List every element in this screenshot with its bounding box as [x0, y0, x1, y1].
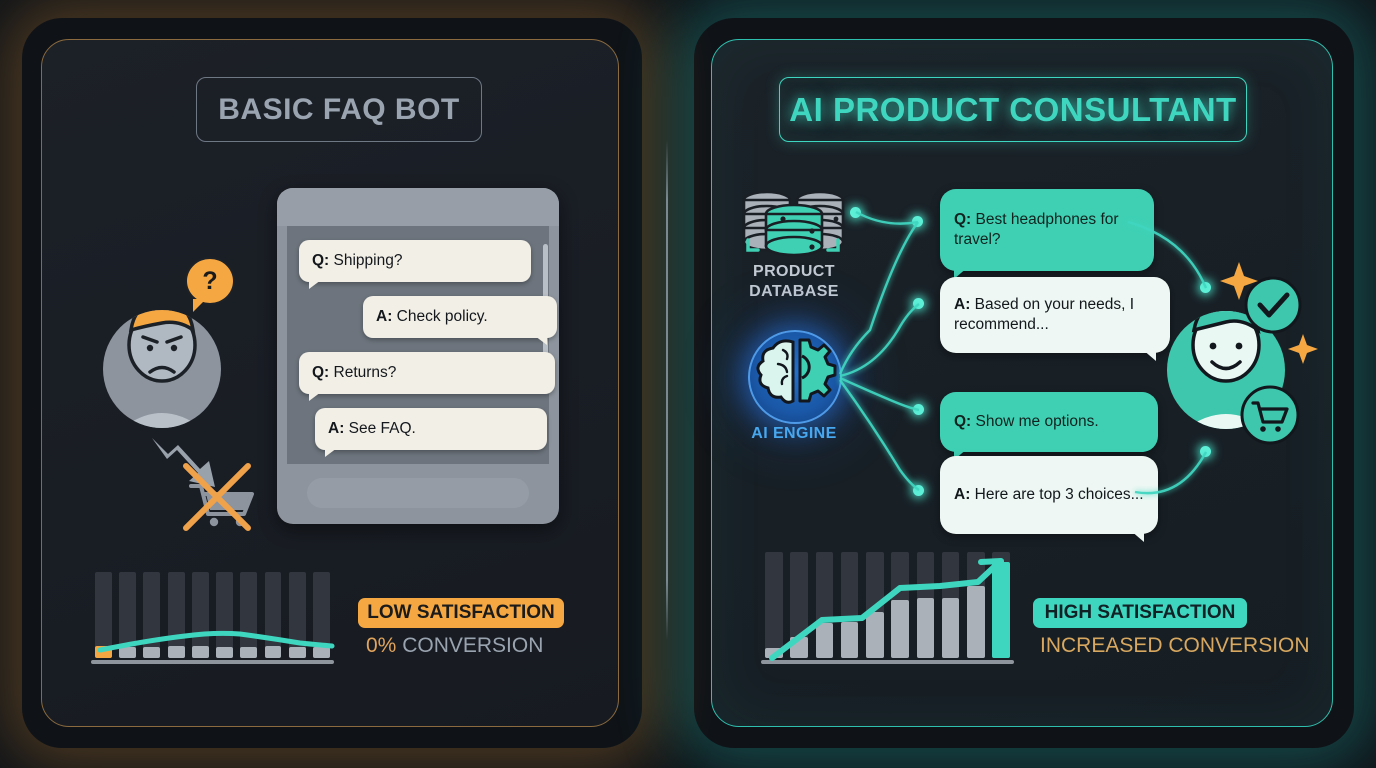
chart-bar-track: [916, 552, 935, 658]
connector-node-1: [912, 216, 923, 227]
chart-bar: [790, 636, 808, 658]
chart-bar-track: [240, 572, 258, 658]
chart-bar: [119, 646, 137, 658]
conversion-label: CONVERSION: [396, 634, 544, 657]
chat-bubble-answer-1: A: Check policy.: [363, 296, 557, 345]
bubble-text: Here are top 3 choices...: [970, 486, 1144, 504]
left-conversion-text: 0% CONVERSION: [366, 634, 543, 658]
chart-bar-track: [891, 552, 909, 658]
bubble-text: See FAQ.: [344, 420, 416, 438]
ai-engine-orb: [748, 330, 842, 424]
chart-bar-track: [288, 572, 306, 658]
ai-chat-bubble-question-1: Q: Best headphones for travel?: [940, 189, 1154, 279]
chart-bar-track: [941, 552, 960, 658]
low-satisfaction-chart: [91, 572, 334, 664]
connector-node-out-bottom: [1200, 446, 1211, 457]
chart-bar: [95, 645, 112, 658]
phone-input-bar[interactable]: [307, 478, 529, 508]
conversion-value: 0%: [366, 634, 397, 657]
chart-bar: [191, 645, 209, 658]
bubble-prefix: Q:: [312, 364, 330, 382]
frustrated-customer-avatar: [103, 310, 221, 428]
chart-bar: [866, 611, 884, 658]
connector-node-2: [913, 298, 924, 309]
bubble-prefix: A:: [376, 308, 393, 326]
chart-bar-track: [840, 552, 859, 658]
chat-bubble-question-2: Q: Returns?: [299, 352, 555, 401]
happy-customer-avatar: [1167, 311, 1285, 429]
connector-node-3: [913, 404, 924, 415]
panel-divider: [666, 140, 668, 640]
chart-bars: [95, 572, 330, 658]
right-conversion-text: INCREASED CONVERSION: [1040, 634, 1310, 657]
left-panel-title: BASIC FAQ BOT: [196, 77, 482, 142]
chart-bar-track: [992, 552, 1010, 658]
chart-bar: [891, 600, 909, 658]
bubble-text: Check policy.: [392, 308, 488, 326]
ai-chat-bubble-question-2: Q: Show me options.: [940, 392, 1158, 460]
chart-bar: [765, 648, 783, 658]
product-database-label: PRODUCT DATABASE: [735, 262, 853, 302]
chart-bar: [815, 623, 834, 658]
chart-bar: [941, 598, 960, 658]
high-satisfaction-badge: HIGH SATISFACTION: [1033, 598, 1247, 628]
chart-bar-track: [765, 552, 783, 658]
bubble-prefix: Q:: [312, 252, 330, 270]
chart-bar: [840, 622, 859, 658]
chart-bar: [967, 585, 985, 658]
question-mark-icon: ?: [185, 257, 235, 312]
bubble-text: Returns?: [329, 364, 397, 382]
bubble-text: Show me options.: [971, 413, 1099, 431]
chart-bar: [216, 646, 233, 658]
chart-bar: [167, 645, 185, 658]
ai-engine-label: AI ENGINE: [751, 425, 837, 442]
bubble-text: Shipping?: [329, 252, 403, 270]
chart-bar-track: [191, 572, 209, 658]
chart-bar: [312, 646, 330, 658]
chart-bar: [264, 645, 282, 658]
bubble-prefix: Q:: [954, 211, 972, 229]
chat-bubble-question-1: Q: Shipping?: [299, 240, 531, 289]
connector-node-out-top: [1200, 282, 1211, 293]
chart-bar-track: [312, 572, 330, 658]
bubble-prefix: A:: [954, 296, 971, 314]
chart-bar-track: [866, 552, 884, 658]
bubble-prefix: Q:: [954, 413, 972, 431]
ai-chat-bubble-answer-1: A: Based on your needs, I recommend...: [940, 277, 1170, 361]
chart-bar-track: [143, 572, 161, 658]
chart-bar: [992, 561, 1010, 658]
chart-bar-track: [264, 572, 282, 658]
db-label-line-2: DATABASE: [749, 283, 839, 300]
chart-bar-track: [216, 572, 233, 658]
high-satisfaction-chart: [761, 552, 1014, 664]
db-label-line-1: PRODUCT: [753, 263, 835, 280]
connector-node-4: [913, 485, 924, 496]
chart-bar-track: [815, 552, 834, 658]
chart-bar: [916, 598, 935, 658]
phone-top-bar: [277, 188, 559, 226]
low-satisfaction-badge: LOW SATISFACTION: [358, 598, 564, 628]
bubble-text: Best headphones for travel?: [954, 211, 1119, 248]
bubble-prefix: A:: [954, 486, 971, 504]
chat-bubble-answer-2: A: See FAQ.: [315, 408, 547, 457]
chart-bar-track: [790, 552, 808, 658]
ai-chat-bubble-answer-2: A: Here are top 3 choices...: [940, 456, 1158, 542]
chart-bar-track: [95, 572, 112, 658]
chart-bar: [143, 646, 161, 658]
bubble-text: Based on your needs, I recommend...: [954, 296, 1135, 333]
chart-baseline: [761, 660, 1014, 664]
bubble-prefix: A:: [328, 420, 345, 438]
chart-baseline: [91, 660, 334, 664]
chart-bar-track: [119, 572, 137, 658]
chart-bars: [765, 552, 1010, 658]
chart-bar: [288, 646, 306, 658]
chart-bar-track: [967, 552, 985, 658]
right-panel-title: AI PRODUCT CONSULTANT: [779, 77, 1247, 142]
chart-bar: [240, 646, 258, 658]
connector-node-db: [850, 207, 861, 218]
chart-bar-track: [167, 572, 185, 658]
